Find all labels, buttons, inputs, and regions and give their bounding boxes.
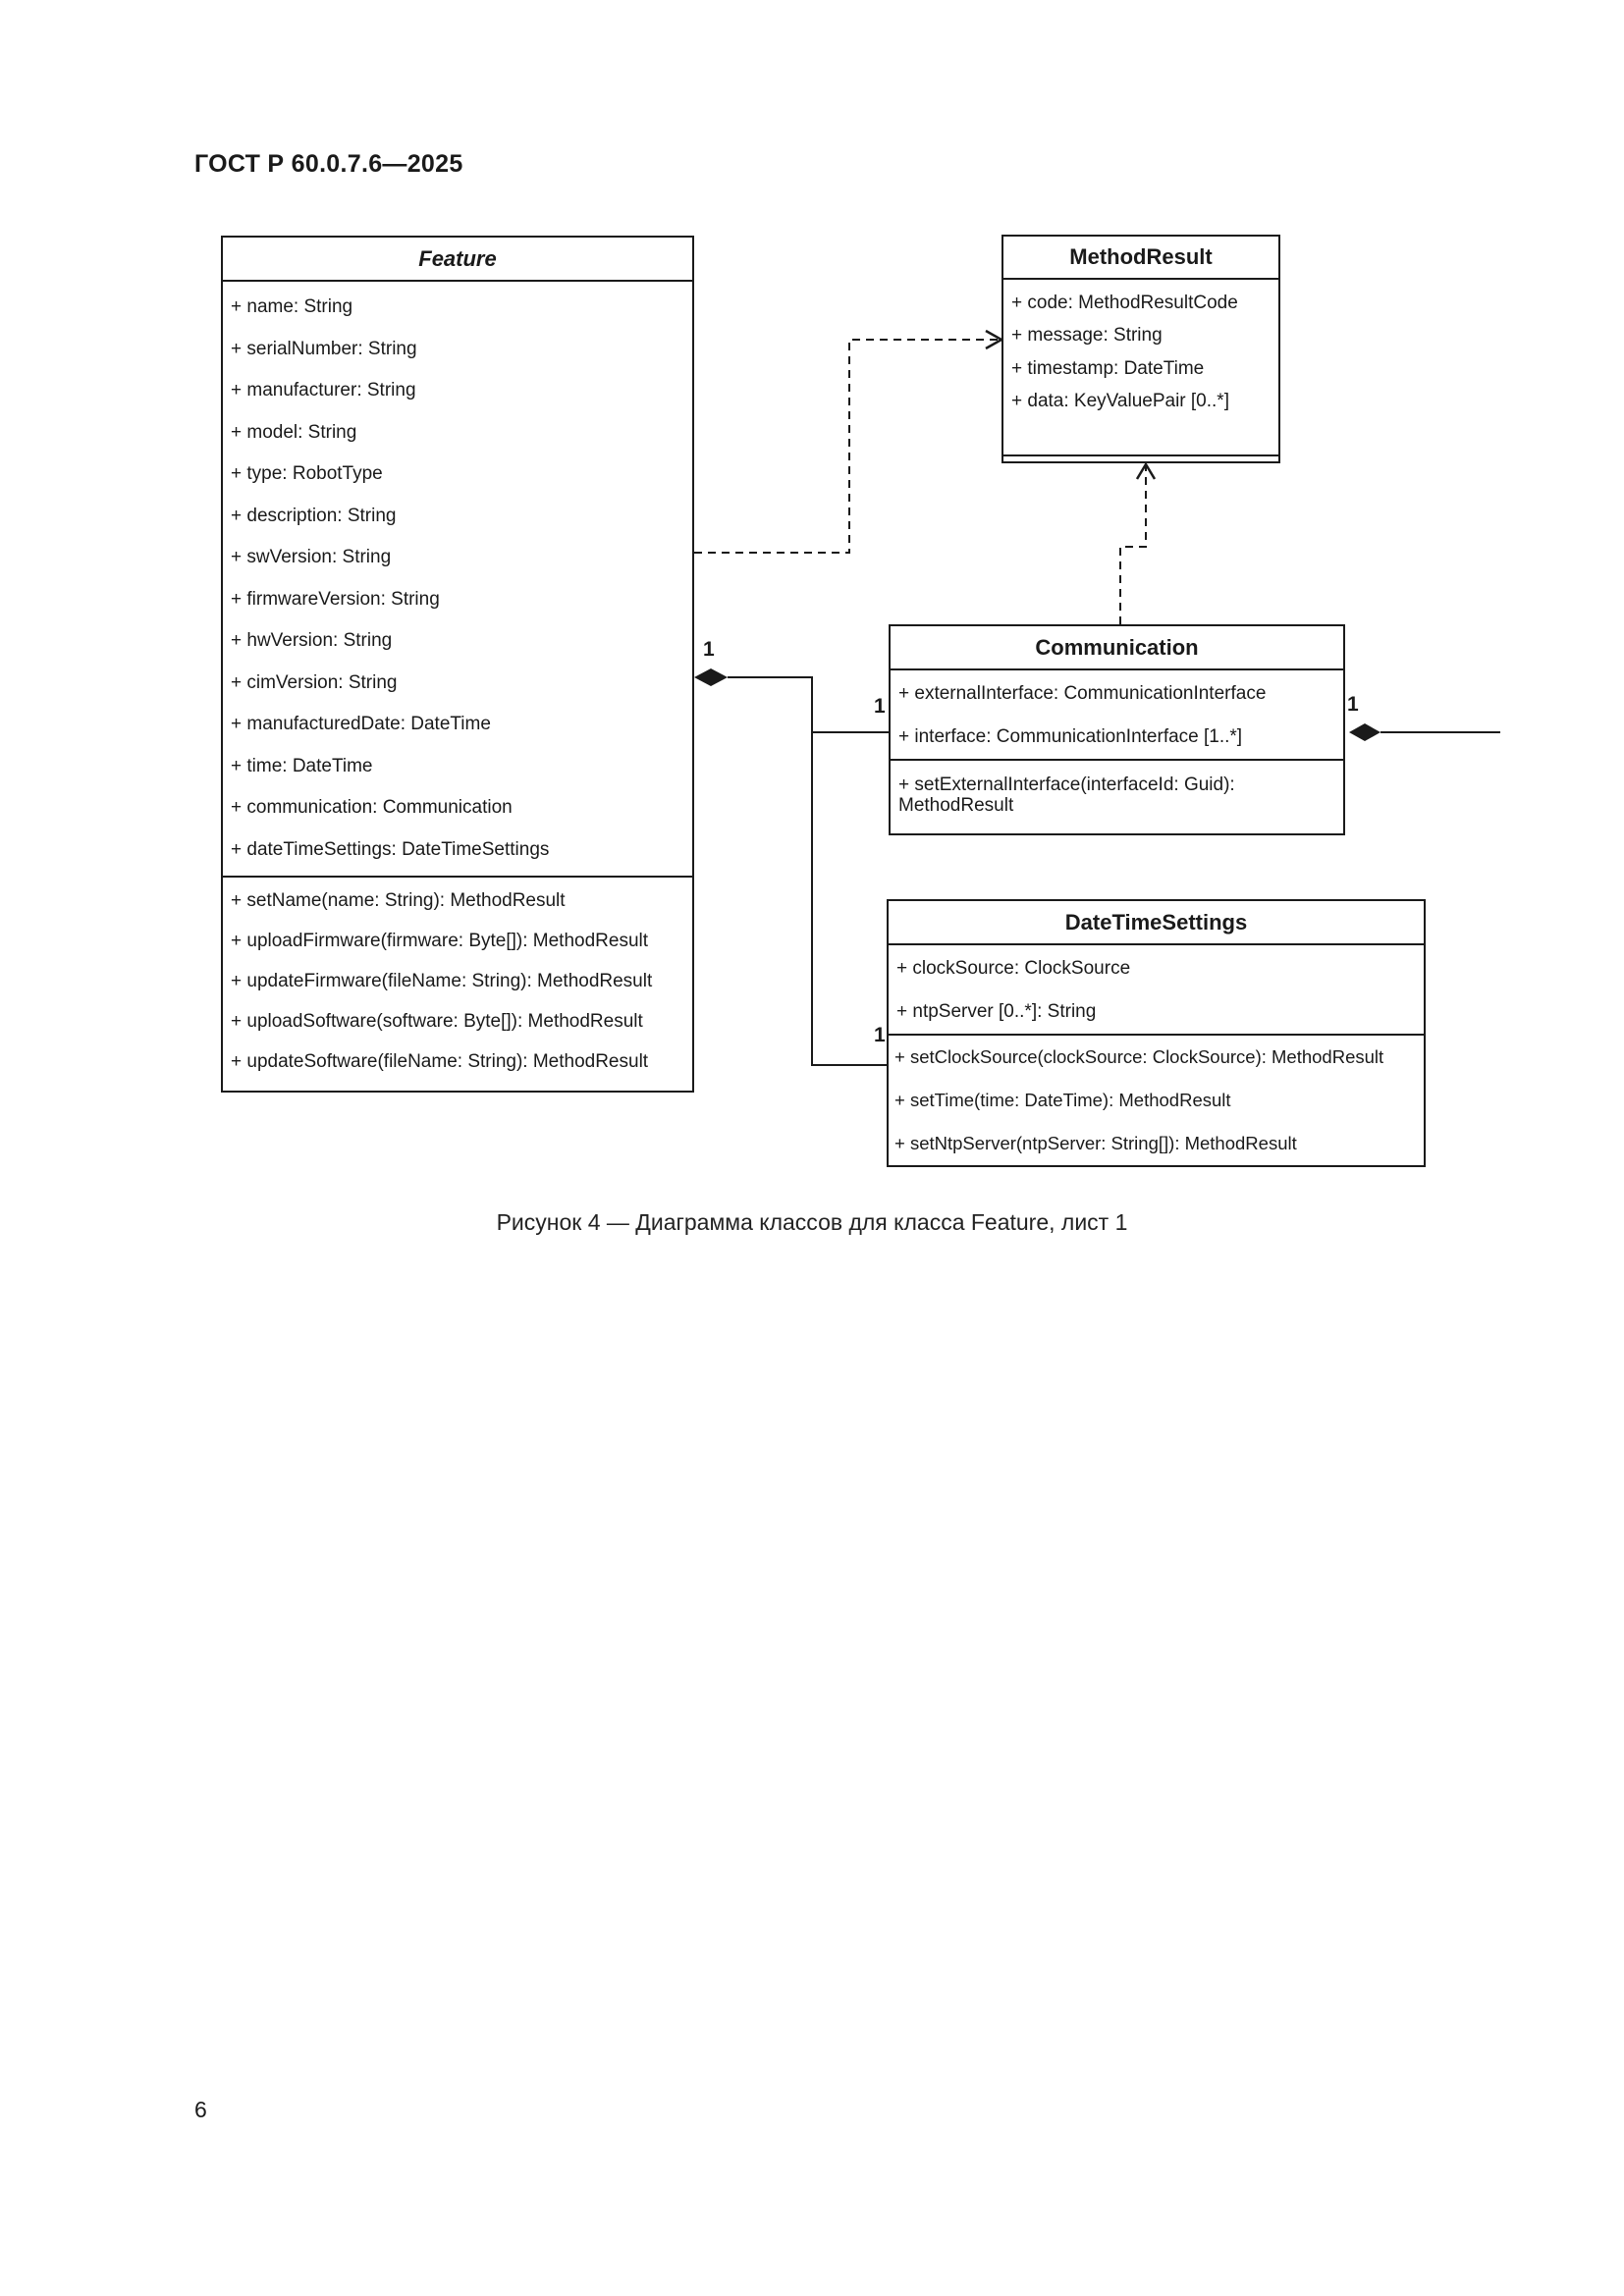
composition-line-feature — [728, 676, 893, 1066]
attribute: + code: MethodResultCode — [1011, 292, 1238, 313]
methodresult-class: MethodResult + code: MethodResultCode + … — [1001, 235, 1280, 463]
communication-class: Communication + externalInterface: Commu… — [889, 624, 1345, 835]
dependency-communication-methodresult — [1119, 466, 1147, 624]
composition-diamond-feature — [694, 668, 728, 686]
attribute: + cimVersion: String — [231, 671, 398, 693]
dependency-arrowhead-2 — [1135, 461, 1157, 480]
feature-operations: + setName(name: String): MethodResult + … — [223, 878, 692, 1082]
datetimesettings-attributes: + clockSource: ClockSource + ntpServer [… — [889, 945, 1424, 1036]
attribute: + hwVersion: String — [231, 630, 393, 652]
attribute: + manufacturer: String — [231, 380, 416, 401]
attribute: + message: String — [1011, 325, 1163, 347]
attribute: + clockSource: ClockSource — [896, 958, 1131, 979]
attribute: + time: DateTime — [231, 755, 373, 776]
multiplicity-feature: 1 — [703, 638, 715, 661]
communication-class-title: Communication — [891, 626, 1343, 670]
operation: + setNtpServer(ntpServer: String[]): Met… — [894, 1133, 1297, 1153]
attribute: + ntpServer [0..*]: String — [896, 1001, 1097, 1022]
attribute: + serialNumber: String — [231, 338, 417, 359]
dependency-feature-methodresult — [694, 339, 1000, 554]
feature-class-title: Feature — [223, 238, 692, 282]
attribute: + firmwareVersion: String — [231, 588, 440, 610]
attribute: + name: String — [231, 296, 353, 318]
operation: + updateSoftware(fileName: String): Meth… — [231, 1050, 649, 1072]
multiplicity-communication: 1 — [874, 695, 886, 718]
operation: + uploadFirmware(firmware: Byte[]): Meth… — [231, 930, 649, 951]
operation: + updateFirmware(fileName: String): Meth… — [231, 970, 653, 991]
attribute: + communication: Communication — [231, 797, 513, 819]
multiplicity-communication-outgoing: 1 — [1347, 693, 1359, 716]
attribute: + type: RobotType — [231, 463, 383, 485]
attribute: + timestamp: DateTime — [1011, 357, 1205, 379]
methodresult-class-title: MethodResult — [1003, 237, 1278, 280]
communication-attributes: + externalInterface: CommunicationInterf… — [891, 670, 1343, 761]
operation: + setTime(time: DateTime): MethodResult — [894, 1090, 1231, 1110]
operation: + setExternalInterface(interfaceId: Guid… — [898, 774, 1235, 816]
methodresult-attributes: + code: MethodResultCode + message: Stri… — [1003, 280, 1278, 456]
attribute: + model: String — [231, 421, 357, 443]
datetimesettings-operations: + setClockSource(clockSource: ClockSourc… — [889, 1036, 1424, 1165]
attribute: + dateTimeSettings: DateTimeSettings — [231, 838, 550, 860]
multiplicity-datetimesettings: 1 — [874, 1024, 886, 1046]
attribute: + externalInterface: CommunicationInterf… — [898, 683, 1267, 704]
feature-attributes: + name: String + serialNumber: String + … — [223, 282, 692, 878]
communication-operations: + setExternalInterface(interfaceId: Guid… — [891, 761, 1343, 816]
attribute: + description: String — [231, 505, 397, 526]
operation: + setClockSource(clockSource: ClockSourc… — [894, 1046, 1384, 1067]
methodresult-operations — [1003, 456, 1278, 461]
operation: + setName(name: String): MethodResult — [231, 889, 566, 911]
attribute: + interface: CommunicationInterface [1..… — [898, 726, 1243, 747]
attribute: + data: KeyValuePair [0..*] — [1011, 391, 1229, 412]
attribute: + manufacturedDate: DateTime — [231, 714, 491, 735]
attribute: + swVersion: String — [231, 547, 392, 568]
figure-caption: Рисунок 4 — Диаграмма классов для класса… — [496, 1209, 1128, 1235]
document-header: ГОСТ Р 60.0.7.6—2025 — [194, 150, 463, 178]
operation: + uploadSoftware(software: Byte[]): Meth… — [231, 1010, 643, 1032]
composition-diamond-communication — [1349, 723, 1380, 741]
feature-class: Feature + name: String + serialNumber: S… — [221, 236, 694, 1093]
datetimesettings-class: DateTimeSettings + clockSource: ClockSou… — [887, 899, 1426, 1167]
page-number: 6 — [194, 2097, 207, 2122]
datetimesettings-class-title: DateTimeSettings — [889, 901, 1424, 945]
